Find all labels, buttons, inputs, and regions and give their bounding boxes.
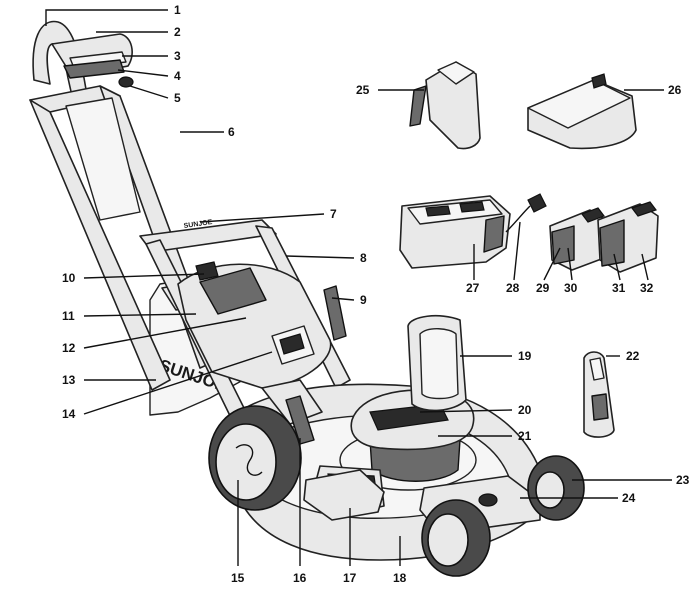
label-1: 1 [174, 3, 181, 17]
battery-pack-small [549, 207, 607, 271]
side-discharge-chute [303, 469, 385, 521]
label-26: 26 [668, 83, 682, 97]
label-4: 4 [174, 69, 181, 83]
front-right-wheel [527, 455, 585, 521]
label-7: 7 [330, 207, 337, 221]
label-29: 29 [536, 281, 550, 295]
label-11: 11 [62, 309, 75, 323]
battery-pack-large [597, 201, 659, 273]
part-labels: 1 2 3 4 5 6 7 8 9 10 11 12 13 14 15 16 1… [62, 3, 690, 585]
height-adjust-lever [285, 395, 315, 445]
mulching-plug [409, 61, 481, 150]
safety-key-accessory [583, 351, 615, 438]
label-8: 8 [360, 251, 367, 265]
label-19: 19 [518, 349, 532, 363]
label-18: 18 [393, 571, 407, 585]
label-32: 32 [640, 281, 654, 295]
label-22: 22 [626, 349, 640, 363]
label-24: 24 [622, 491, 636, 505]
label-9: 9 [360, 293, 367, 307]
label-2: 2 [174, 25, 181, 39]
label-21: 21 [518, 429, 532, 443]
label-6: 6 [228, 125, 235, 139]
label-27: 27 [466, 281, 480, 295]
label-28: 28 [506, 281, 520, 295]
label-23: 23 [676, 473, 690, 487]
handle-brand-text: SUNJOE [183, 219, 213, 230]
rear-left-wheel [208, 405, 302, 511]
label-25: 25 [356, 83, 370, 97]
label-14: 14 [62, 407, 76, 421]
battery-compartment [350, 314, 475, 451]
front-left-wheel [421, 499, 491, 577]
discharge-chute-accessory [527, 73, 637, 150]
label-10: 10 [62, 271, 76, 285]
leader-lines [45, 9, 672, 566]
label-5: 5 [174, 91, 181, 105]
battery-charger [399, 193, 547, 269]
label-15: 15 [231, 571, 245, 585]
label-12: 12 [62, 341, 76, 355]
label-31: 31 [612, 281, 626, 295]
label-3: 3 [174, 49, 181, 63]
label-30: 30 [564, 281, 578, 295]
label-16: 16 [293, 571, 307, 585]
label-17: 17 [343, 571, 357, 585]
label-20: 20 [518, 403, 532, 417]
label-13: 13 [62, 373, 76, 387]
